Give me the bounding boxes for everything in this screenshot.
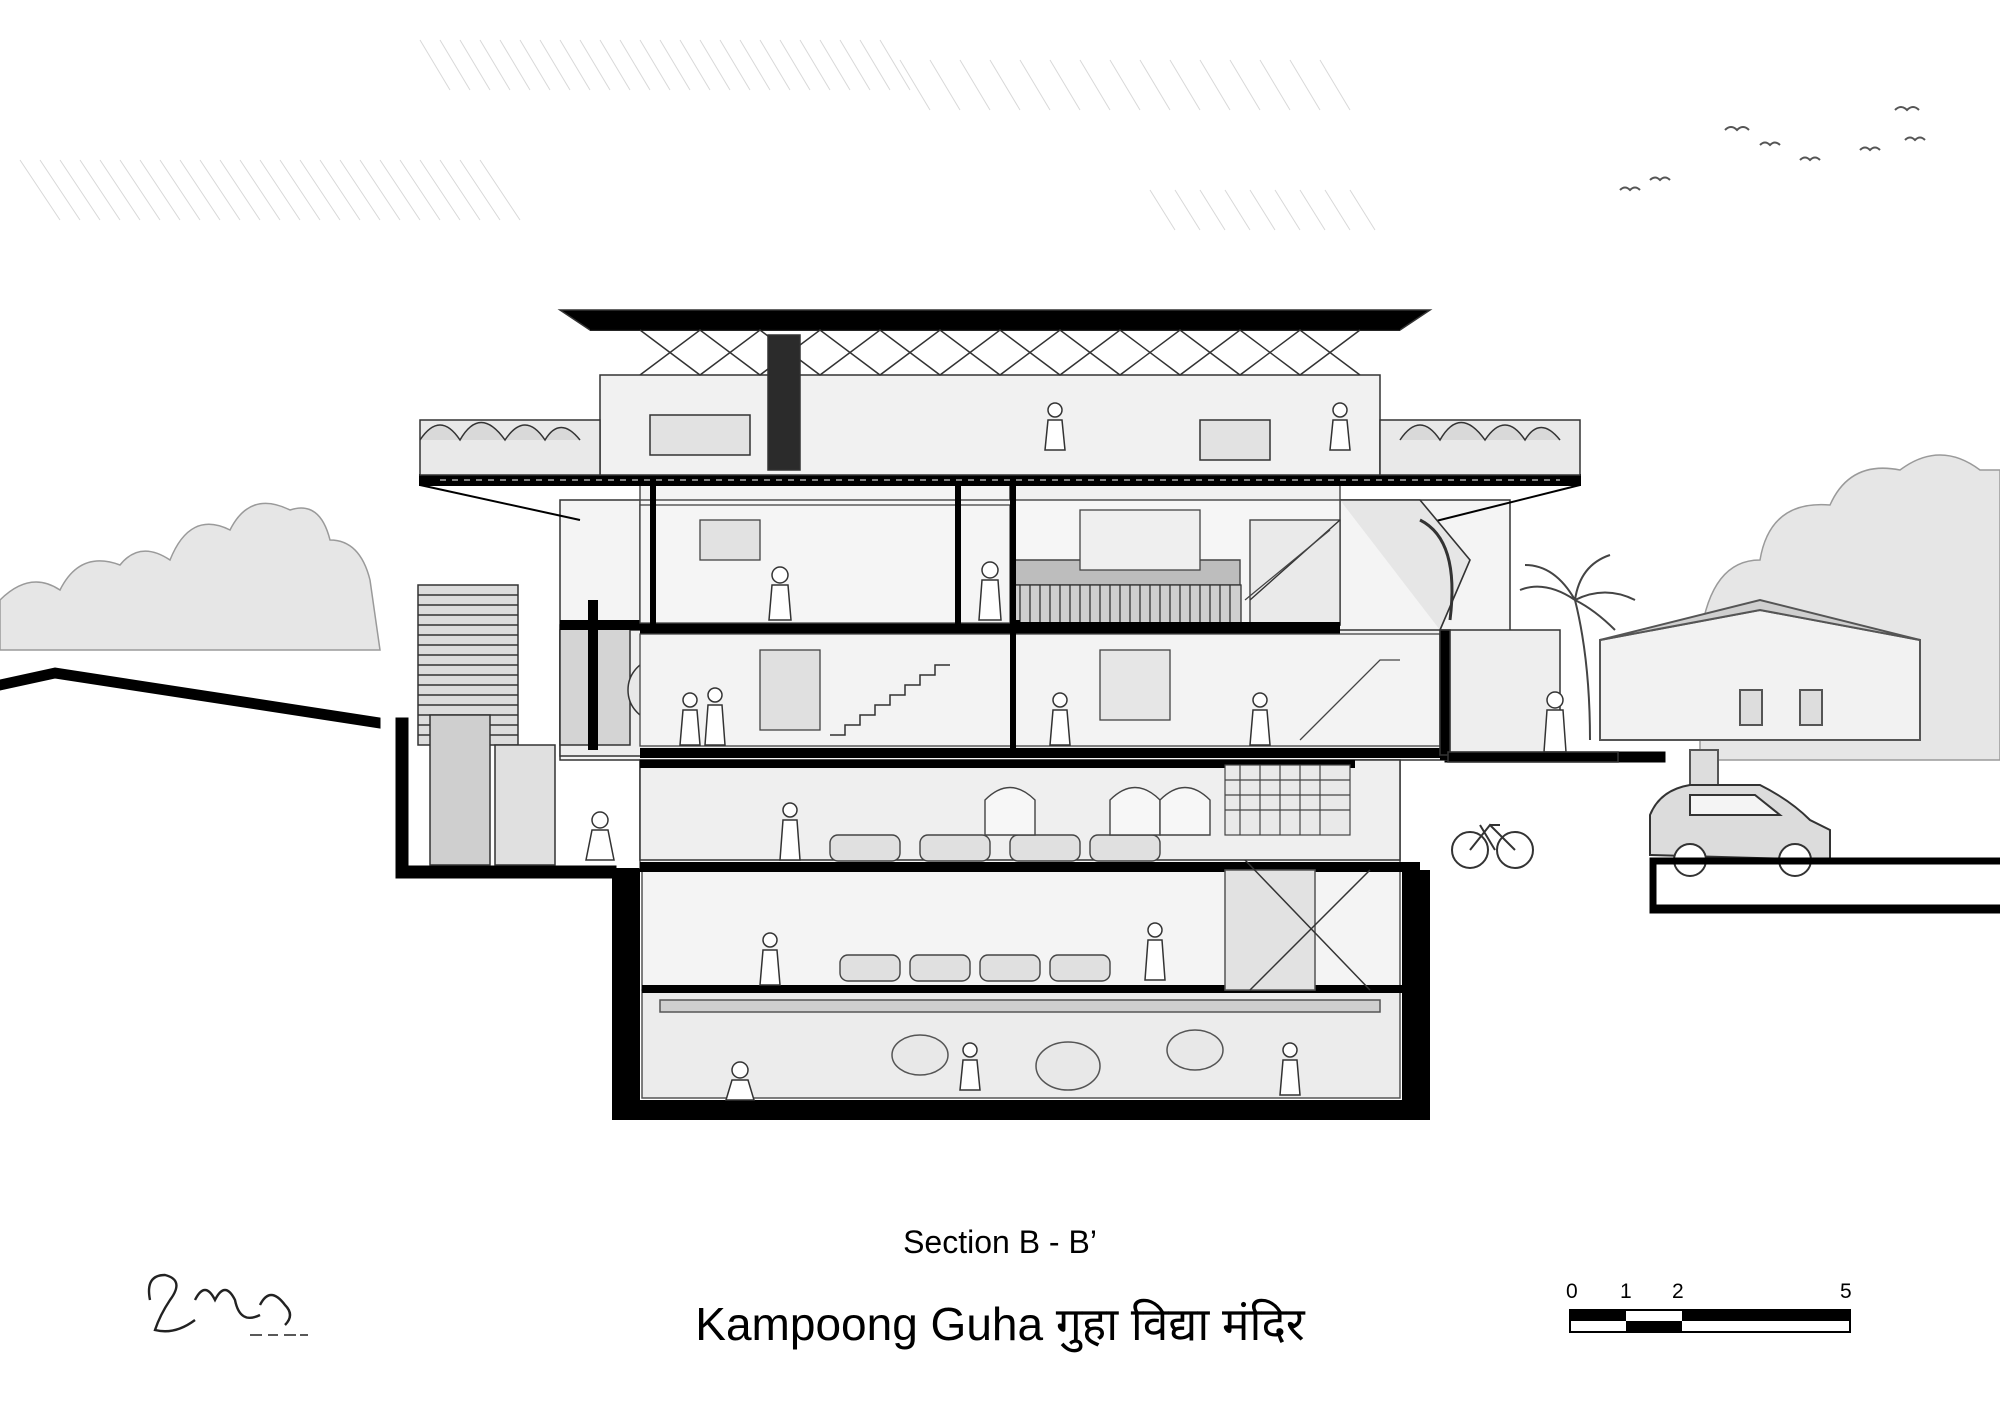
scale-label-2: 2 <box>1672 1280 1684 1303</box>
practice-logo <box>147 1273 308 1336</box>
level-630-interior <box>639 633 1441 747</box>
shelving <box>1224 764 1351 836</box>
middle-slab <box>560 620 1340 630</box>
arched-windows <box>984 786 1211 836</box>
scale-label-0: 0 <box>1566 1280 1578 1303</box>
right-canopy <box>1340 499 1619 763</box>
bicycle <box>1451 823 1534 869</box>
people-silhouettes <box>585 402 1567 1101</box>
birds <box>1619 106 1926 192</box>
rooftop-pavilion <box>419 309 1581 476</box>
neighbour-house <box>1599 598 1921 791</box>
basement-cut <box>612 868 1430 1120</box>
section-label: Section B - B’ <box>903 1224 1097 1260</box>
scale-label-5: 5 <box>1840 1280 1852 1303</box>
stairs <box>830 664 1371 991</box>
internal-tiled-roof <box>1012 584 1242 626</box>
scale-label-1: 1 <box>1620 1280 1632 1303</box>
scale-bar <box>1569 1309 1851 1333</box>
sofas <box>829 834 1161 982</box>
sky-hatching <box>19 39 1376 231</box>
level-485-interior <box>639 504 1331 624</box>
project-title: Kampoong Guha गुहा विद्या मंदिर <box>695 1298 1305 1350</box>
beanbags <box>891 1029 1224 1091</box>
right-palm-tree <box>1519 554 1636 741</box>
